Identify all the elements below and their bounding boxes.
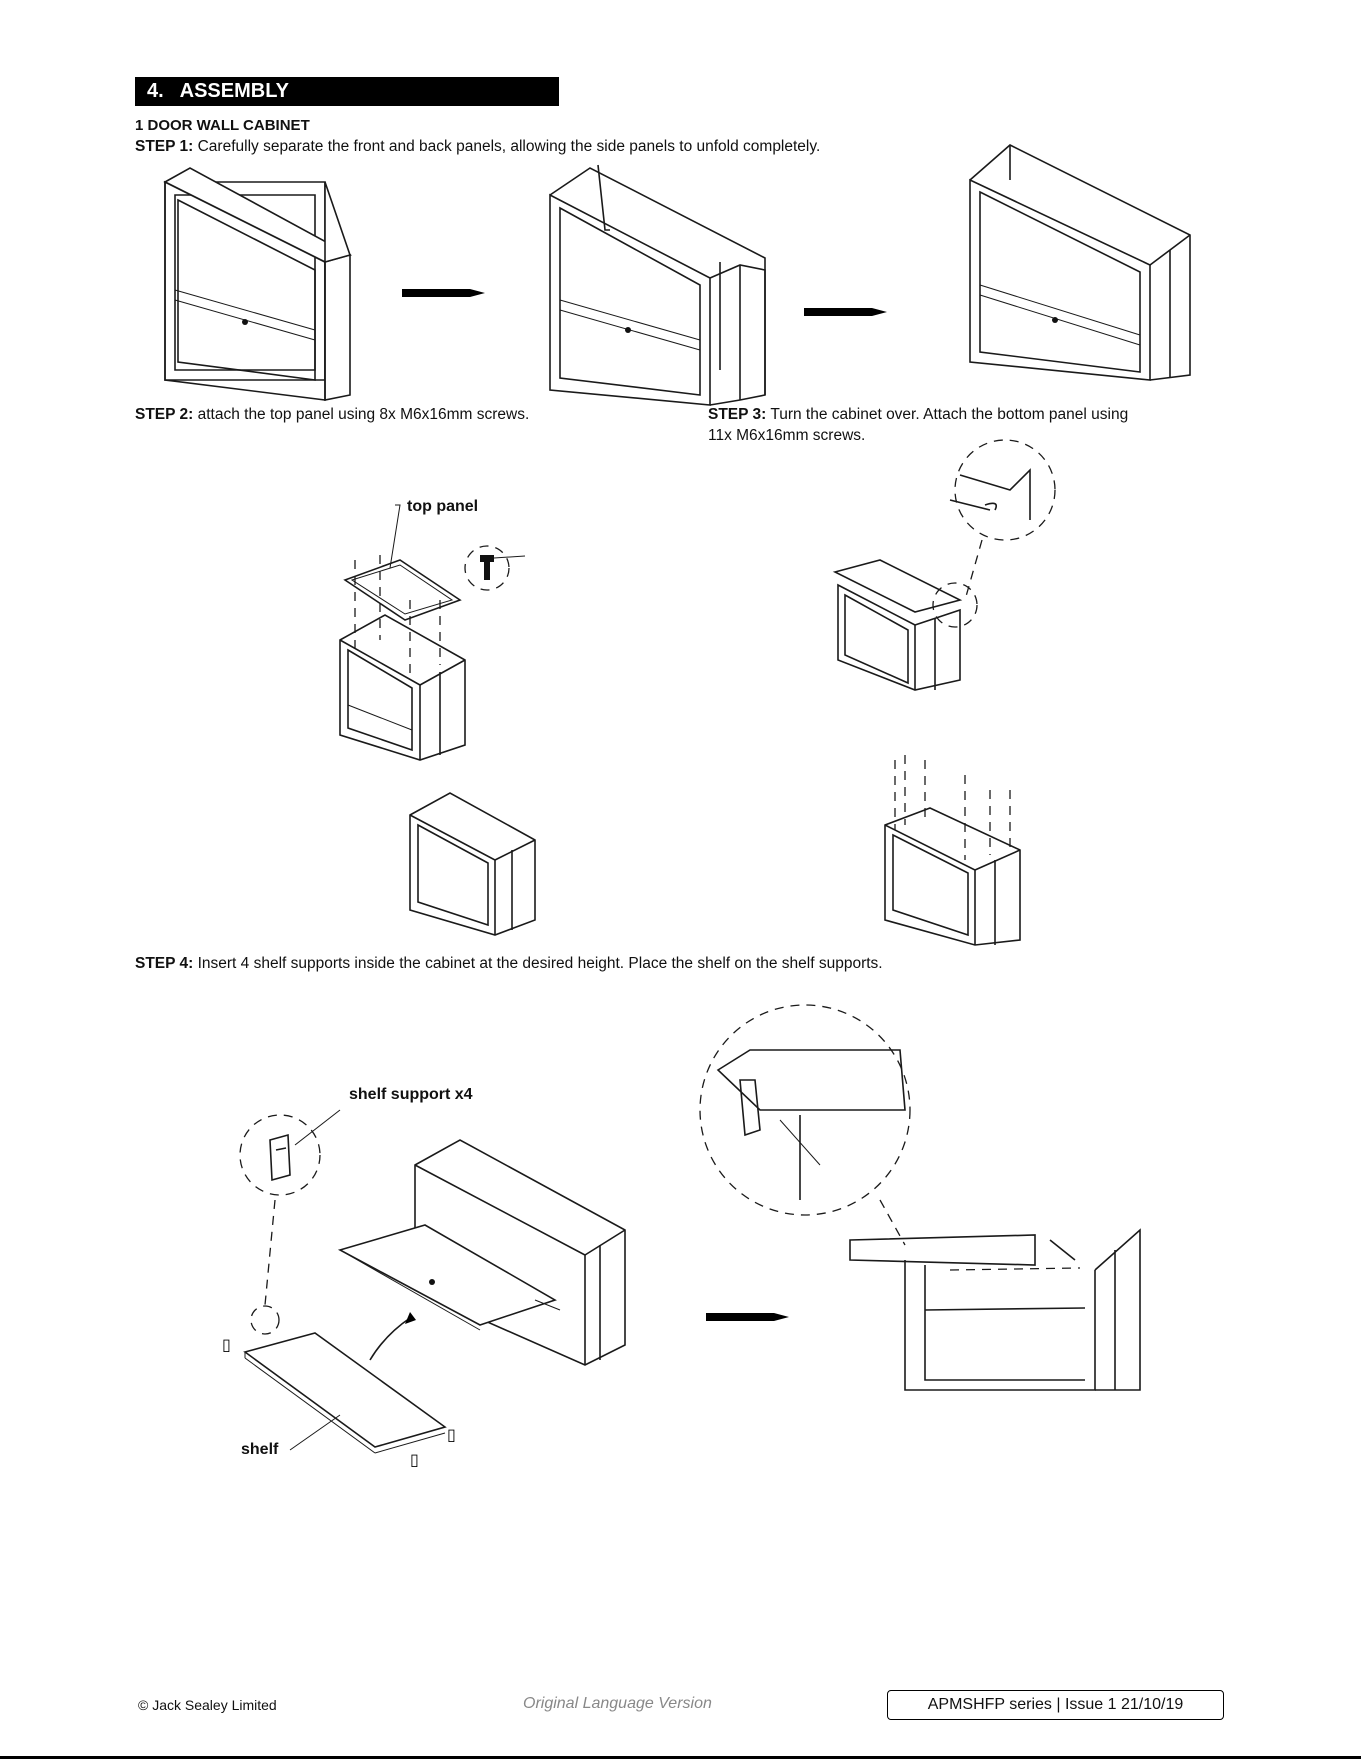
step3-bottom-screws bbox=[884, 755, 1021, 946]
arrow-step1-a bbox=[402, 289, 485, 297]
svg-text:▯: ▯ bbox=[410, 1450, 419, 1469]
step3-turned-cabinet bbox=[832, 439, 1056, 691]
callout-shelf: shelf bbox=[241, 1441, 279, 1458]
step-3-text-line2: 11x M6x16mm screws. bbox=[708, 427, 866, 444]
step-3-text: Turn the cabinet over. Attach the bottom… bbox=[766, 406, 1129, 423]
callout-top-panel: top panel bbox=[407, 498, 479, 515]
subheading: 1 DOOR WALL CABINET bbox=[135, 117, 310, 134]
footer-copyright: © Jack Sealey Limited bbox=[138, 1697, 277, 1713]
step-4: STEP 4: Insert 4 shelf supports inside t… bbox=[135, 953, 883, 974]
callout-shelf-support: shelf support x4 bbox=[349, 1086, 473, 1103]
step-3: STEP 3: Turn the cabinet over. Attach th… bbox=[708, 404, 1128, 446]
section-header: 4. ASSEMBLY bbox=[135, 77, 559, 106]
step1-opening-cabinet bbox=[549, 164, 766, 406]
arrow-step1-b bbox=[804, 308, 887, 316]
step-1: STEP 1: Carefully separate the front and… bbox=[135, 136, 820, 157]
svg-text:▯: ▯ bbox=[222, 1335, 231, 1354]
step-2-text: attach the top panel using 8x M6x16mm sc… bbox=[193, 406, 530, 423]
footer-version: Original Language Version bbox=[523, 1695, 712, 1712]
step2-result-cabinet bbox=[409, 792, 536, 936]
footer-series: APMSHFP series | Issue 1 21/10/19 bbox=[887, 1690, 1224, 1720]
step-4-label: STEP 4: bbox=[135, 955, 194, 972]
bottom-rule bbox=[0, 1756, 1361, 1759]
step4-result-cabinet bbox=[699, 1004, 1141, 1391]
arrow-step4 bbox=[706, 1313, 789, 1321]
step-1-text: Carefully separate the front and back pa… bbox=[193, 138, 821, 155]
section-number: 4. bbox=[147, 80, 164, 102]
svg-text:▯: ▯ bbox=[447, 1425, 456, 1444]
step2-top-panel-assembly bbox=[339, 504, 526, 761]
step1-folded-cabinet bbox=[163, 167, 353, 401]
step-2: STEP 2: attach the top panel using 8x M6… bbox=[135, 404, 529, 425]
step4-shelf-parts: ▯ ▯ ▯ bbox=[222, 1109, 456, 1469]
step-2-label: STEP 2: bbox=[135, 406, 194, 423]
step-1-label: STEP 1: bbox=[135, 138, 194, 155]
step-3-label: STEP 3: bbox=[708, 406, 767, 423]
step-4-text: Insert 4 shelf supports inside the cabin… bbox=[193, 955, 883, 972]
step1-unfolded-cabinet bbox=[969, 144, 1191, 381]
section-title: ASSEMBLY bbox=[179, 80, 289, 102]
step4-cabinet-open bbox=[337, 1139, 626, 1366]
